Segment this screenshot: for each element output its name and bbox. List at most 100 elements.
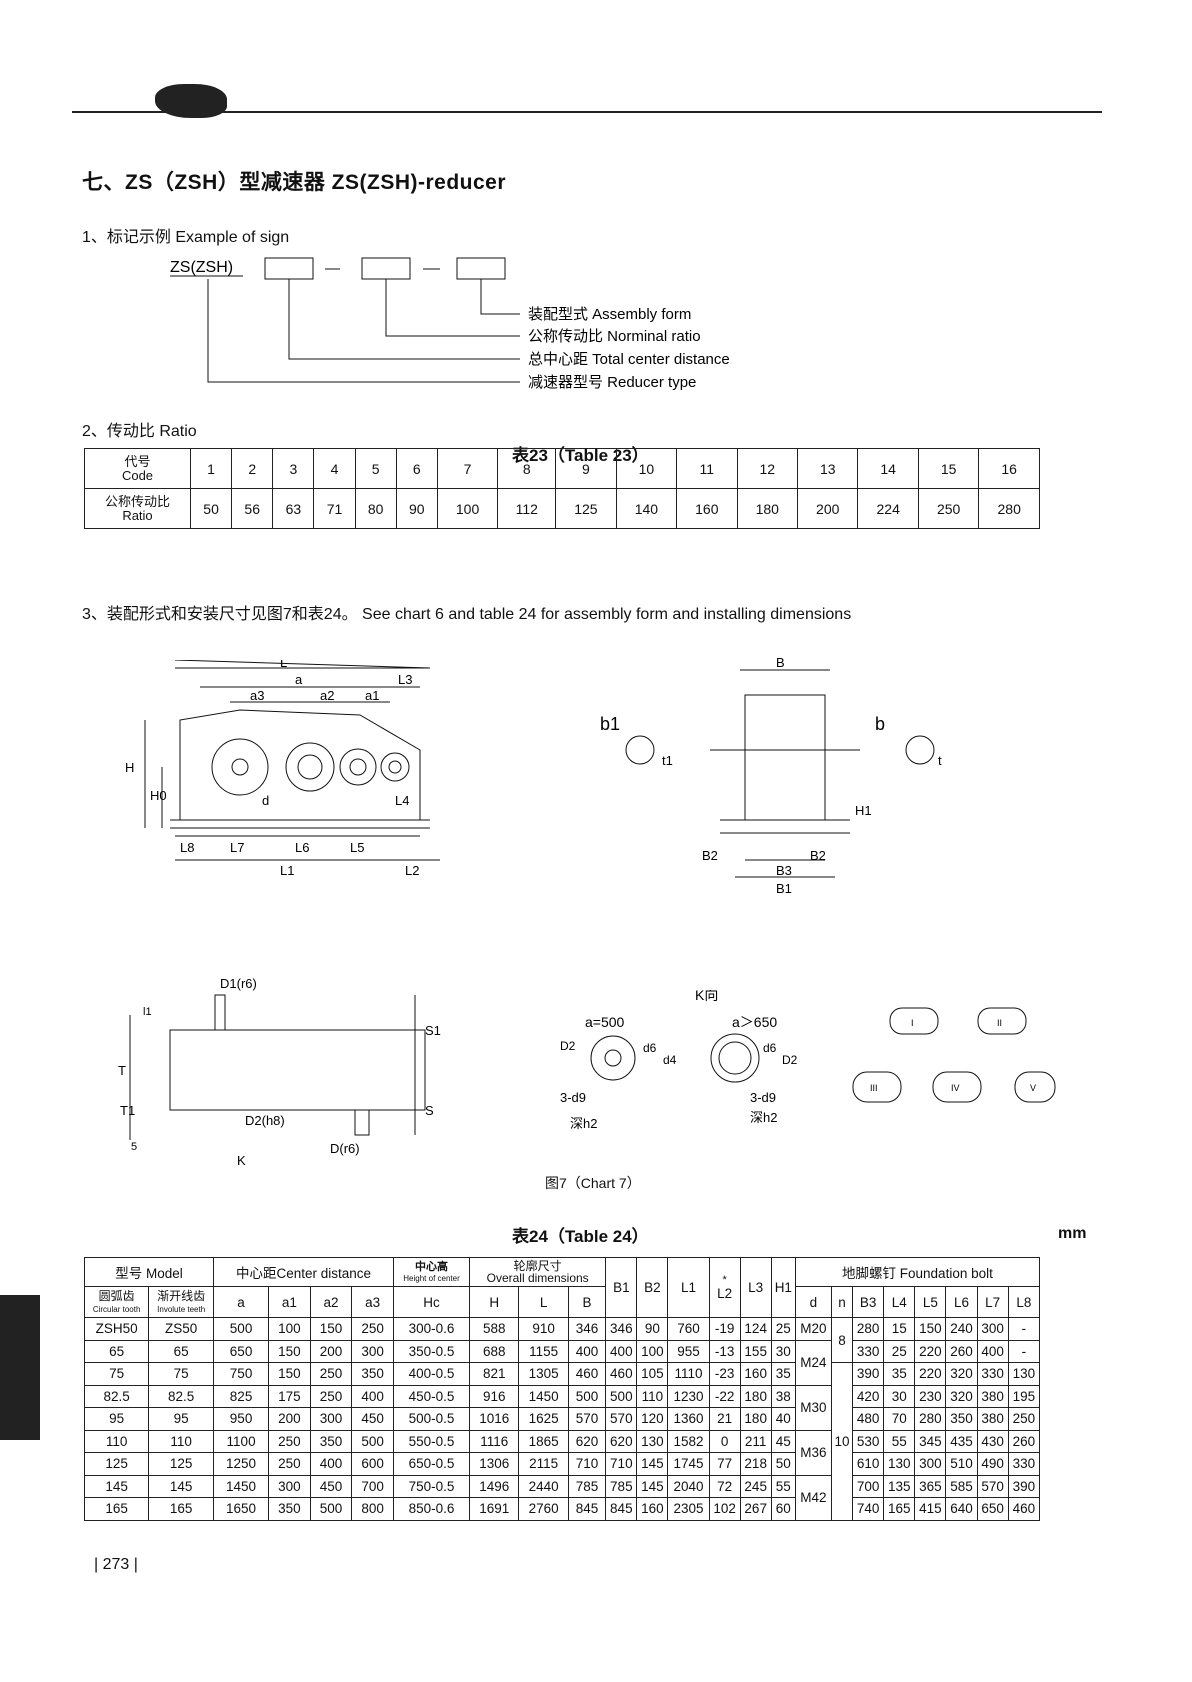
table-cell: 135 (883, 1474, 916, 1498)
bolt-d-cell: M36 (794, 1429, 832, 1476)
header-Hc: Hc (393, 1286, 471, 1318)
table-cell: 245 (739, 1474, 772, 1498)
assembly-form-label: II (997, 1018, 1002, 1028)
table-cell: 350 (351, 1362, 395, 1386)
table-cell: 650-0.5 (393, 1452, 471, 1476)
table-cell: 60 (770, 1497, 796, 1521)
dim-label: L6 (295, 840, 309, 855)
ratio-cell: 71 (313, 488, 356, 529)
table-cell: 110 (148, 1429, 215, 1453)
dim-label: L1 (280, 863, 294, 878)
table-cell: 460 (567, 1362, 607, 1386)
section-1-title: 1、标记示例 Example of sign (82, 229, 290, 246)
chart-7-caption: 图7（Chart 7） (545, 1175, 641, 1191)
table-cell: 15 (883, 1317, 916, 1341)
table-cell: 250 (351, 1317, 395, 1341)
assembly-form-label: III (870, 1083, 878, 1093)
dim-label: T1 (120, 1103, 135, 1118)
header-L8: L8 (1007, 1286, 1041, 1318)
dim-label: L8 (180, 840, 194, 855)
bolt-n-cell: 8 (830, 1317, 854, 1363)
label-en: Height of center (403, 1274, 460, 1283)
dim-label: B (776, 655, 785, 670)
table-cell: 30 (770, 1339, 796, 1363)
table-cell: 346 (567, 1317, 607, 1341)
header-H: H (469, 1286, 520, 1318)
ratio-cell: 200 (796, 488, 859, 529)
dim-label: b (875, 714, 885, 734)
code-cell: 13 (796, 448, 859, 489)
header-B: B (567, 1286, 607, 1318)
table-cell: 825 (213, 1384, 270, 1408)
ratio-cell: 140 (615, 488, 678, 529)
header-a2: a2 (309, 1286, 353, 1318)
dim-label: H1 (855, 803, 872, 818)
table-cell: 25 (883, 1339, 916, 1363)
header-L7: L7 (976, 1286, 1009, 1318)
table-cell: 400-0.5 (393, 1362, 471, 1386)
dim-label: D2 (560, 1039, 576, 1053)
table-cell: 1155 (518, 1339, 569, 1363)
table-cell: 124 (739, 1317, 772, 1341)
table-cell: 570 (567, 1407, 607, 1431)
table-cell: 688 (469, 1339, 520, 1363)
table-cell: 250 (309, 1384, 353, 1408)
k-view-title: K向 (695, 990, 718, 1003)
table-cell: 35 (770, 1362, 796, 1386)
header-a3: a3 (351, 1286, 395, 1318)
dim-label: L3 (398, 672, 412, 687)
dim-label: L2 (405, 863, 419, 878)
table-cell: 750-0.5 (393, 1474, 471, 1498)
table-cell: 55 (770, 1474, 796, 1498)
dim-label: B3 (776, 863, 792, 878)
table-cell: 1250 (213, 1452, 270, 1476)
code-cell: 11 (676, 448, 738, 489)
section-heading: 七、ZS（ZSH）型减速器 ZS(ZSH)-reducer (82, 171, 507, 194)
table-cell: 450 (351, 1407, 395, 1431)
table-cell: 150 (268, 1362, 311, 1386)
dim-label: a2 (320, 688, 334, 703)
dim-label: S1 (425, 1023, 441, 1038)
ratio-cell: 50 (189, 488, 233, 529)
ratio-cell: 125 (555, 488, 617, 529)
table-cell: 850-0.6 (393, 1497, 471, 1521)
table-cell: 500 (567, 1384, 607, 1408)
table-cell: 330 (852, 1339, 885, 1363)
label-zh: 公称传动比 (104, 493, 170, 509)
table-cell: 160 (739, 1362, 772, 1386)
ratio-cell: 90 (395, 488, 438, 529)
code-cell: 5 (354, 448, 397, 489)
header-L3: L3 (739, 1257, 772, 1318)
page-number-value: 273 (102, 1556, 130, 1573)
table-cell: 72 (708, 1474, 741, 1498)
table-cell: - (1007, 1317, 1041, 1341)
table-cell: 250 (268, 1452, 311, 1476)
table-cell: 1691 (469, 1497, 520, 1521)
table-cell: ZSH50 (83, 1317, 150, 1341)
table-cell: 710 (567, 1452, 607, 1476)
front-view-drawing: L a L3 a3 a2 a1 H H0 d L4 L8 L7 L6 L5 L1… (125, 660, 440, 878)
table-cell: 150 (268, 1339, 311, 1363)
table-cell: 320 (945, 1362, 978, 1386)
table-cell: 100 (268, 1317, 311, 1341)
dim-label: t1 (662, 753, 673, 768)
dim-label: K (237, 1153, 246, 1168)
table-cell: 346 (605, 1317, 638, 1341)
dim-label: 3-d9 (560, 1090, 586, 1105)
table-cell: 250 (268, 1429, 311, 1453)
ratio-cell: 160 (676, 488, 738, 529)
dim-label: 深h2 (570, 1116, 597, 1130)
dim-label: D1(r6) (220, 976, 257, 991)
bolt-d-cell: M20 (794, 1317, 832, 1341)
code-cell: 8 (497, 448, 557, 489)
code-cell: 10 (615, 448, 678, 489)
table-cell: 100 (636, 1339, 669, 1363)
table-cell: 2040 (667, 1474, 710, 1498)
table-cell: 150 (914, 1317, 947, 1341)
